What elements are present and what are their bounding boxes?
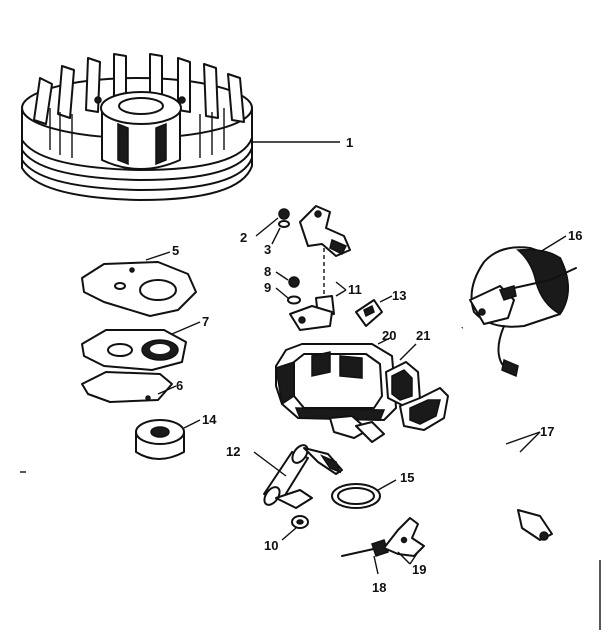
felt-wick xyxy=(355,295,393,327)
callout-8: 8 xyxy=(264,264,271,279)
callout-3: 3 xyxy=(264,242,271,257)
screw-18 xyxy=(341,539,389,575)
screw-and-washer xyxy=(275,271,301,305)
callout-6: 6 xyxy=(176,378,183,393)
cam xyxy=(135,419,201,460)
callout-1: 1 xyxy=(346,135,353,150)
ignition-coil xyxy=(469,235,577,378)
bracket xyxy=(355,343,449,443)
callout-16: 16 xyxy=(568,228,582,243)
callout-13: 13 xyxy=(392,288,406,303)
breaker-points xyxy=(289,205,351,331)
screw-and-lockwasher xyxy=(255,208,290,245)
plate-7 xyxy=(81,321,201,371)
callout-15: 15 xyxy=(400,470,414,485)
armature-plate xyxy=(275,337,397,439)
callout-18: 18 xyxy=(372,580,386,595)
callout-19: 19 xyxy=(412,562,426,577)
callout-20: 20 xyxy=(382,328,396,343)
condenser xyxy=(253,444,343,509)
spark-plug-lead xyxy=(449,326,553,541)
gasket-5 xyxy=(81,251,197,317)
callout-17: 17 xyxy=(540,424,554,439)
callout-12: 12 xyxy=(226,444,240,459)
callout-7: 7 xyxy=(202,314,209,329)
callout-2: 2 xyxy=(240,230,247,245)
retaining-ring xyxy=(331,479,397,509)
callout-21: 21 xyxy=(416,328,430,343)
nut xyxy=(281,515,309,541)
callout-9: 9 xyxy=(264,280,271,295)
flywheel xyxy=(21,53,340,201)
gasket-6 xyxy=(81,371,177,403)
callout-5: 5 xyxy=(172,243,179,258)
callout-11: 11 xyxy=(348,282,362,297)
callout-10: 10 xyxy=(264,538,278,553)
clip xyxy=(383,517,425,565)
callout-14: 14 xyxy=(202,412,217,427)
